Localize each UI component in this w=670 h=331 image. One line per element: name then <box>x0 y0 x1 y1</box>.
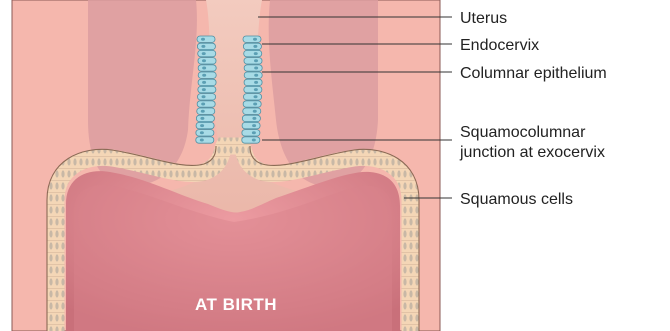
columnar-cell-nucleus <box>253 103 257 106</box>
columnar-cell <box>244 79 262 85</box>
columnar-cell-nucleus <box>254 52 258 55</box>
columnar-cell-nucleus <box>201 45 205 48</box>
columnar-cell <box>198 86 216 92</box>
columnar-epithelium-right <box>242 36 262 143</box>
columnar-cell <box>244 50 262 56</box>
columnar-cell <box>197 108 215 114</box>
columnar-cell <box>198 58 216 64</box>
columnar-cell <box>242 130 260 136</box>
columnar-cell-nucleus <box>202 95 206 98</box>
label-squamous-cells: Squamous cells <box>460 191 573 208</box>
columnar-cell-nucleus <box>254 88 258 91</box>
columnar-cell <box>198 79 216 85</box>
columnar-cell <box>197 101 215 107</box>
columnar-cell <box>243 108 261 114</box>
columnar-cell <box>242 122 260 128</box>
columnar-cell <box>242 137 260 143</box>
columnar-cell <box>243 43 261 49</box>
columnar-cell-nucleus <box>253 110 257 113</box>
columnar-cell <box>244 65 262 71</box>
label-endocervix: Endocervix <box>460 37 539 54</box>
columnar-cell <box>196 122 214 128</box>
columnar-cell-nucleus <box>254 74 258 77</box>
columnar-cell-nucleus <box>252 124 256 127</box>
columnar-cell <box>196 130 214 136</box>
columnar-cell-nucleus <box>202 67 206 70</box>
columnar-cell <box>244 58 262 64</box>
label-uterus: Uterus <box>460 10 507 27</box>
columnar-cell <box>198 72 216 78</box>
columnar-cell-nucleus <box>202 59 206 62</box>
columnar-cell <box>244 72 262 78</box>
columnar-cell-nucleus <box>200 117 204 120</box>
label-columnar-epithelium: Columnar epithelium <box>460 65 607 82</box>
columnar-cell <box>198 65 216 71</box>
columnar-cell <box>244 86 262 92</box>
columnar-cell-nucleus <box>201 103 205 106</box>
columnar-cell <box>198 50 216 56</box>
label-junction-line1: Squamocolumnar <box>460 124 586 141</box>
columnar-cell-nucleus <box>252 131 256 134</box>
columnar-cell <box>242 115 260 121</box>
columnar-cell-nucleus <box>254 67 258 70</box>
columnar-cell-nucleus <box>254 95 258 98</box>
columnar-cell <box>243 36 261 42</box>
columnar-cell-nucleus <box>201 110 205 113</box>
columnar-cell-nucleus <box>202 81 206 84</box>
caption-at-birth: AT BIRTH <box>195 295 277 314</box>
columnar-cell <box>243 101 261 107</box>
columnar-cell-nucleus <box>200 124 204 127</box>
columnar-cell-nucleus <box>254 59 258 62</box>
columnar-cell <box>197 36 215 42</box>
columnar-cell-nucleus <box>202 88 206 91</box>
columnar-cell-nucleus <box>201 38 205 41</box>
columnar-cell <box>197 43 215 49</box>
label-junction-line2: junction at exocervix <box>459 144 605 161</box>
columnar-cell-nucleus <box>200 139 204 142</box>
columnar-cell-nucleus <box>253 45 257 48</box>
columnar-cell <box>196 115 214 121</box>
columnar-cell-nucleus <box>202 74 206 77</box>
columnar-cell-nucleus <box>252 117 256 120</box>
columnar-cell-nucleus <box>253 38 257 41</box>
columnar-cell-nucleus <box>254 81 258 84</box>
columnar-cell-nucleus <box>252 139 256 142</box>
columnar-cell <box>196 137 214 143</box>
columnar-epithelium-left <box>196 36 216 143</box>
columnar-cell <box>198 94 216 100</box>
columnar-cell <box>244 94 262 100</box>
columnar-cell-nucleus <box>202 52 206 55</box>
columnar-cell-nucleus <box>200 131 204 134</box>
